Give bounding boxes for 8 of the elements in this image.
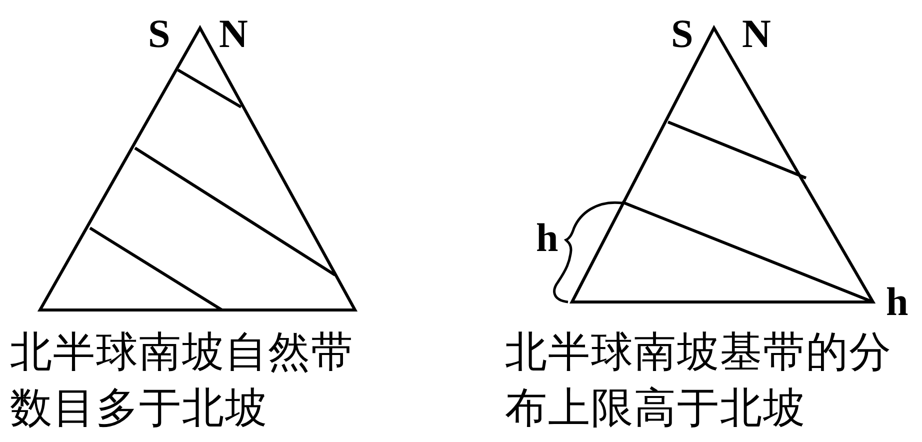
slope-label: S xyxy=(148,14,170,54)
height-label: h xyxy=(536,218,558,258)
slope-label: N xyxy=(219,14,248,54)
slope-label: N xyxy=(742,14,771,54)
slope-label: S xyxy=(671,14,694,54)
height-label: h xyxy=(886,282,908,322)
caption: 北半球南坡自然带数目多于北坡 xyxy=(10,326,355,434)
caption: 北半球南坡基带的分布上限高于北坡 xyxy=(505,326,893,434)
